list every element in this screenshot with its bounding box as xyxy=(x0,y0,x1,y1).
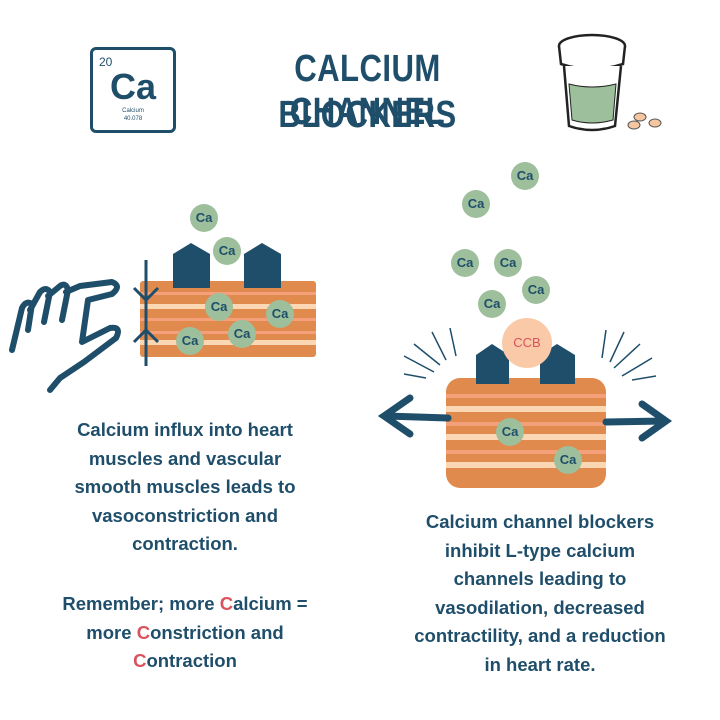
calcium-ion: Ca xyxy=(266,300,294,328)
left-description: Calcium influx into heart muscles and va… xyxy=(20,416,350,559)
right-description: Calcium channel blockers inhibit L-type … xyxy=(370,508,710,679)
highlight: C xyxy=(136,621,151,643)
text-line: smooth muscles leads to xyxy=(74,476,296,497)
title-line-1: CALCIUM CHANNEL xyxy=(289,48,446,133)
calcium-ion: Ca xyxy=(478,290,506,318)
expand-arrows-icon xyxy=(377,394,673,442)
ccb-molecule xyxy=(502,318,552,368)
burst-lines xyxy=(403,327,657,381)
calcium-ion: Ca xyxy=(554,446,582,474)
calcium-ion: Ca xyxy=(213,237,241,265)
remember-note: Remember; more Calcium = more Constricti… xyxy=(20,590,350,676)
text-line: inhibit L-type calcium xyxy=(444,539,636,561)
calcium-ion: Ca xyxy=(522,276,550,304)
pill-bottle-icon xyxy=(557,33,662,132)
text-line: in heart rate. xyxy=(484,653,596,675)
text-line: vasodilation, decreased xyxy=(435,596,645,618)
atomic-number: 20 xyxy=(99,55,113,69)
text-part: alcium = xyxy=(233,593,308,614)
text-line: Calcium influx into heart xyxy=(77,419,293,440)
title-line-2: BLOCKERS xyxy=(278,94,457,136)
calcium-ion: Ca xyxy=(176,327,204,355)
atomic-weight: 40.078 xyxy=(123,116,143,122)
calcium-ion: Ca xyxy=(511,162,539,190)
text-line: vasoconstriction and xyxy=(91,504,279,526)
calcium-ion: Ca xyxy=(494,249,522,277)
channel-left xyxy=(476,344,509,384)
text-part: Remember; more xyxy=(62,593,220,614)
element-symbol: Ca xyxy=(109,66,157,107)
hand-icon xyxy=(9,279,121,393)
channel-left xyxy=(173,243,210,288)
element-name: Calcium xyxy=(122,108,144,114)
calcium-ion: Ca xyxy=(462,190,490,218)
text-line: Calcium channel blockers xyxy=(425,511,655,532)
text-part: onstriction and xyxy=(150,621,284,643)
highlight: C xyxy=(133,650,147,671)
text-line: muscles and vascular xyxy=(88,447,282,469)
compress-arrows-icon xyxy=(132,260,160,366)
text-part: more xyxy=(86,621,137,643)
highlight: C xyxy=(219,593,234,614)
text-line: channels leading to xyxy=(453,568,627,589)
calcium-ion: Ca xyxy=(190,204,218,232)
text-line: contraction. xyxy=(132,533,238,554)
text-part: ontraction xyxy=(146,650,237,671)
calcium-ion: Ca xyxy=(228,320,256,348)
ccb-label: CCB xyxy=(513,335,541,350)
periodic-element-card: 20 Ca Calcium 40.078 xyxy=(90,47,176,133)
channel-right xyxy=(244,243,281,288)
calcium-ion: Ca xyxy=(205,293,233,321)
text-line: contractility, and a reduction xyxy=(414,625,666,646)
calcium-ion: Ca xyxy=(496,418,524,446)
calcium-ion: Ca xyxy=(451,249,479,277)
